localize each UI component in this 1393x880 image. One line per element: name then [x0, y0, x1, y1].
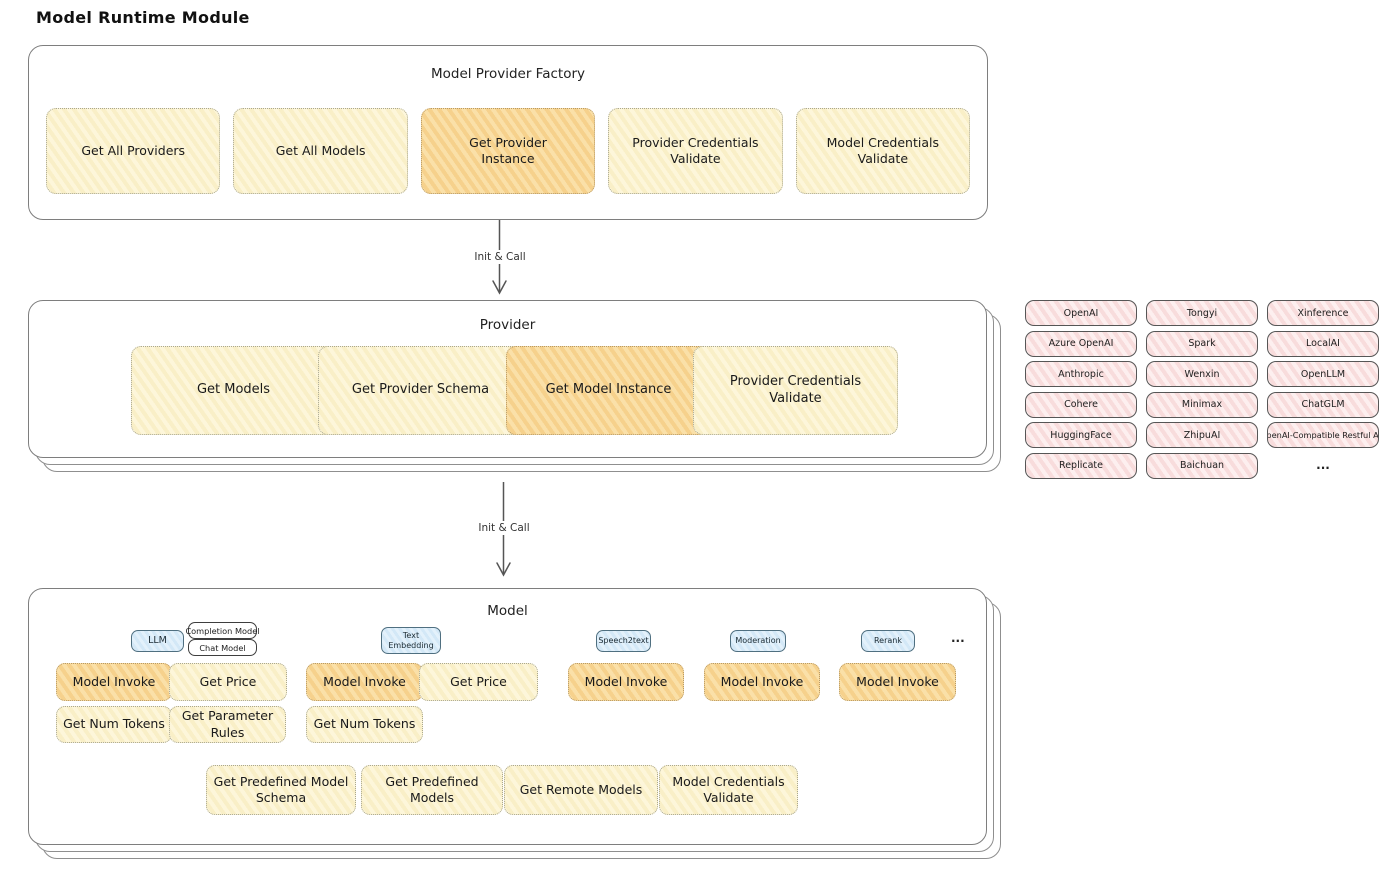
node-get-model-instance: Get Model Instance	[506, 346, 711, 435]
provider-chip-openllm: OpenLLM	[1267, 361, 1379, 387]
node-get-predefined-models: Get Predefined Models	[361, 765, 503, 815]
tag-moderation: Moderation	[730, 630, 786, 652]
node-get-all-providers: Get All Providers	[46, 108, 221, 194]
node-get-provider-schema: Get Provider Schema	[318, 346, 523, 435]
node-speech2text-model-invoke: Model Invoke	[568, 663, 684, 701]
node-llm-get-price: Get Price	[169, 663, 287, 701]
node-get-all-models: Get All Models	[233, 108, 408, 194]
tag-completion-model: Completion Model	[185, 622, 260, 639]
provider-chip-openai: OpenAI	[1025, 300, 1137, 326]
provider-chip-wenxin: Wenxin	[1146, 361, 1258, 387]
provider-title: Provider	[479, 317, 536, 333]
model-tags-ellipsis: ...	[951, 631, 965, 645]
node-embedding-get-price: Get Price	[419, 663, 538, 701]
tag-llm: LLM	[131, 630, 184, 652]
provider-chip-replicate: Replicate	[1025, 452, 1137, 479]
tag-chat-model: Chat Model	[188, 639, 257, 656]
node-provider-credentials-validate: Provider Credentials Validate	[608, 108, 783, 194]
provider-chip-localai: LocalAI	[1267, 330, 1379, 357]
node-rerank-model-invoke: Model Invoke	[839, 663, 956, 701]
provider-chip-tongyi: Tongyi	[1146, 300, 1258, 326]
tag-text-embedding: Text Embedding	[381, 627, 441, 654]
page-title: Model Runtime Module	[36, 8, 250, 27]
node-model-credentials-validate: Model Credentials Validate	[795, 108, 971, 194]
node-embedding-model-invoke: Model Invoke	[306, 663, 423, 701]
provider-box: Provider Get Models Get Provider Schema …	[28, 300, 987, 458]
node-get-models: Get Models	[131, 346, 336, 435]
provider-chip-minimax: Minimax	[1146, 391, 1258, 418]
arrow-label-init-call-1: Init & Call	[457, 250, 543, 264]
arrow-label-init-call-2: Init & Call	[461, 521, 547, 535]
node-provider-credentials-validate-2: Provider Credentials Validate	[693, 346, 898, 435]
node-llm-get-parameter-rules: Get Parameter Rules	[169, 706, 286, 743]
provider-chip-anthropic: Anthropic	[1025, 361, 1137, 387]
node-get-predefined-model-schema: Get Predefined Model Schema	[206, 765, 356, 815]
tag-speech2text: Speech2text	[596, 630, 651, 652]
tag-rerank: Rerank	[861, 630, 915, 652]
factory-buttons: Get All Providers Get All Models Get Pro…	[46, 108, 971, 194]
node-llm-get-num-tokens: Get Num Tokens	[56, 706, 172, 743]
node-embedding-get-num-tokens: Get Num Tokens	[306, 706, 423, 743]
provider-chip-spark: Spark	[1146, 330, 1258, 357]
model-title: Model	[487, 603, 528, 619]
factory-box: Model Provider Factory Get All Providers…	[28, 45, 988, 220]
provider-chip-baichuan: Baichuan	[1146, 452, 1258, 479]
node-get-provider-instance: Get Provider Instance	[420, 108, 596, 194]
node-moderation-model-invoke: Model Invoke	[704, 663, 820, 701]
provider-chip-zhipuai: ZhipuAI	[1146, 422, 1258, 448]
factory-title: Model Provider Factory	[430, 66, 585, 82]
node-llm-model-invoke: Model Invoke	[56, 663, 172, 701]
provider-chip-chatglm: ChatGLM	[1267, 391, 1379, 418]
provider-chip-cohere: Cohere	[1025, 391, 1137, 418]
provider-chip-azure-openai: Azure OpenAI	[1025, 330, 1137, 357]
node-get-remote-models: Get Remote Models	[504, 765, 658, 815]
node-model-credentials-validate-2: Model Credentials Validate	[659, 765, 798, 815]
provider-chip-openai-compatible: OpenAI-Compatible Restful API	[1267, 422, 1379, 448]
provider-list: OpenAI Tongyi Xinference Azure OpenAI Sp…	[1025, 300, 1379, 479]
provider-chip-huggingface: HuggingFace	[1025, 422, 1137, 448]
provider-list-ellipsis: ...	[1316, 457, 1330, 472]
provider-chip-xinference: Xinference	[1267, 300, 1379, 326]
model-box: Model LLM Completion Model Chat Model Te…	[28, 588, 987, 845]
